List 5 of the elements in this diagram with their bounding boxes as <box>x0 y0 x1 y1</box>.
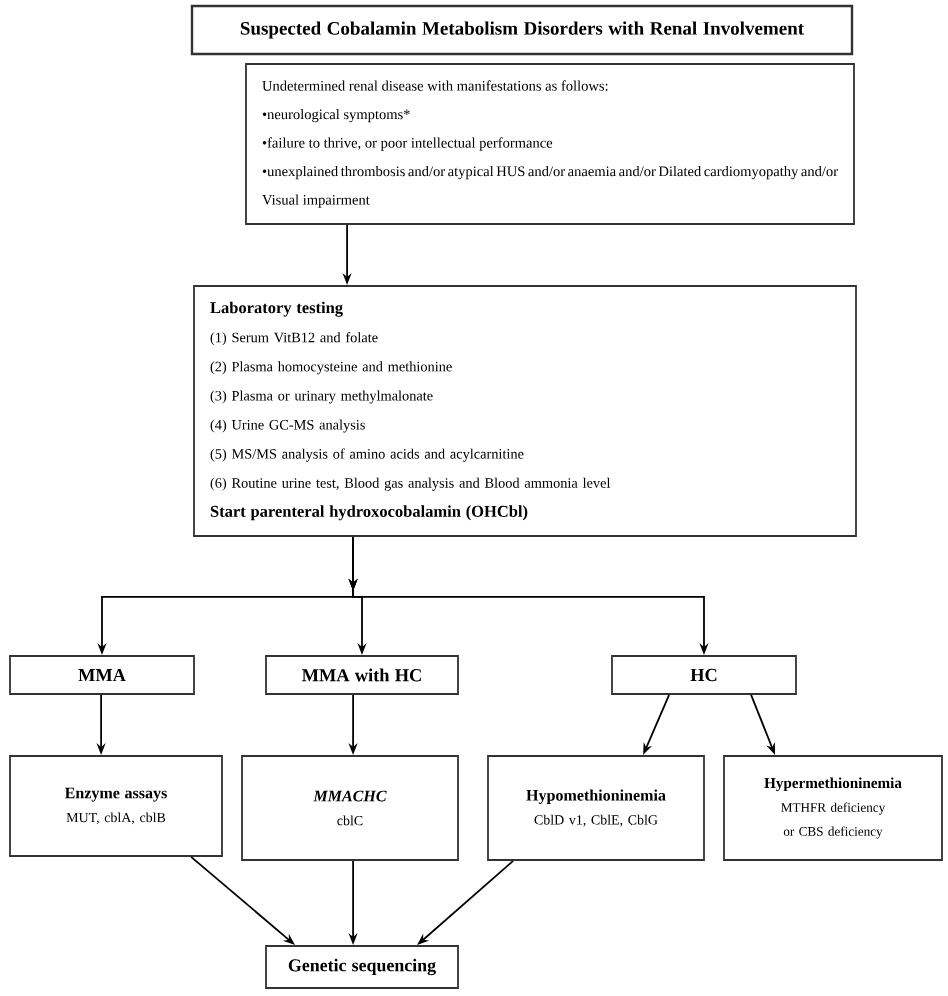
process-box: HC <box>611 655 797 695</box>
process-box: MMA <box>9 655 195 695</box>
process-box: Genetic sequencing <box>265 945 459 989</box>
title-box: Suspected Cobalamin Metabolism Disorders with Renal Involvement <box>190 4 854 56</box>
process-box: MMA with HC <box>265 655 459 695</box>
